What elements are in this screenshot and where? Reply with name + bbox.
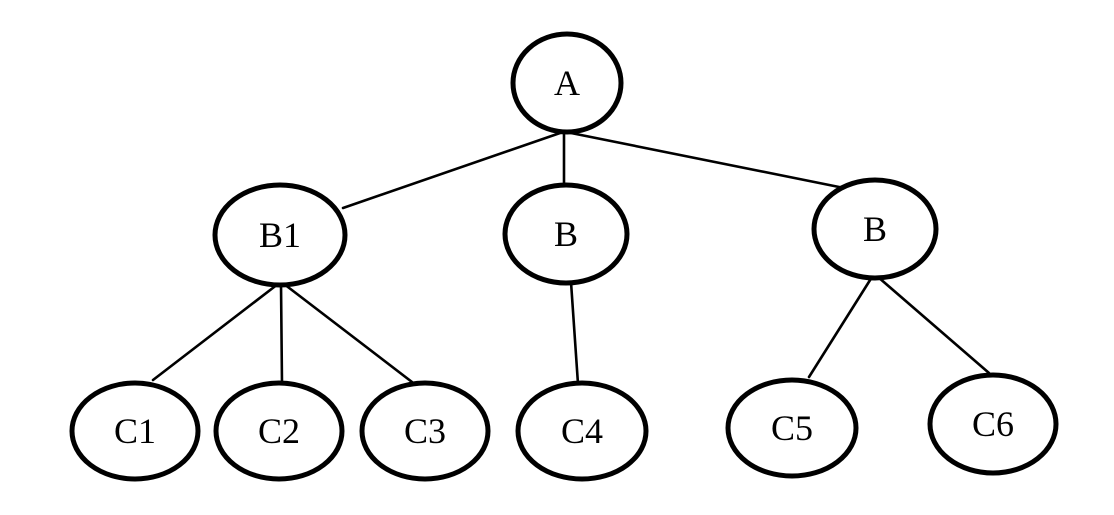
node-ellipse-C5 [725,377,859,479]
node-ellipse-C3 [359,380,491,482]
tree-node-C4: C4 [515,380,649,482]
tree-node-C5: C5 [725,377,859,479]
node-label-C3: C3 [404,411,446,451]
node-label-C2: C2 [258,411,300,451]
tree-node-A: A [510,31,624,135]
node-ellipse-B1 [212,182,348,288]
tree-edge-B1-C3 [282,282,414,384]
tree-edge-B3-C6 [876,275,991,375]
node-label-A: A [554,63,580,103]
node-label-B1: B1 [259,215,301,255]
tree-node-C2: C2 [213,380,345,482]
tree-node-B1: B1 [212,182,348,288]
node-label-C4: C4 [561,411,603,451]
tree-node-C3: C3 [359,380,491,482]
node-ellipse-B3 [811,177,939,281]
node-ellipse-C2 [213,380,345,482]
tree-edge-B3-C5 [807,275,874,379]
tree-edge-B1-C1 [151,282,280,382]
tree-node-C1: C1 [69,380,201,482]
tree-edge-B1-C2 [279,282,284,386]
node-label-C5: C5 [771,408,813,448]
tree-node-C6: C6 [927,372,1059,476]
node-label-C6: C6 [972,404,1014,444]
node-ellipse-C4 [515,380,649,482]
tree-node-B2: B [502,182,630,286]
node-label-C1: C1 [114,411,156,451]
tree-edge-A-B1 [341,130,565,210]
node-label-B2: B [554,214,578,254]
node-ellipse-C6 [927,372,1059,476]
tree-edge-A-B3 [564,130,851,191]
node-ellipse-A [510,31,624,135]
tree-node-B3: B [811,177,939,281]
node-ellipse-B2 [502,182,630,286]
node-ellipse-C1 [69,380,201,482]
node-label-B3: B [863,209,887,249]
tree-edge-B2-C4 [569,280,580,386]
